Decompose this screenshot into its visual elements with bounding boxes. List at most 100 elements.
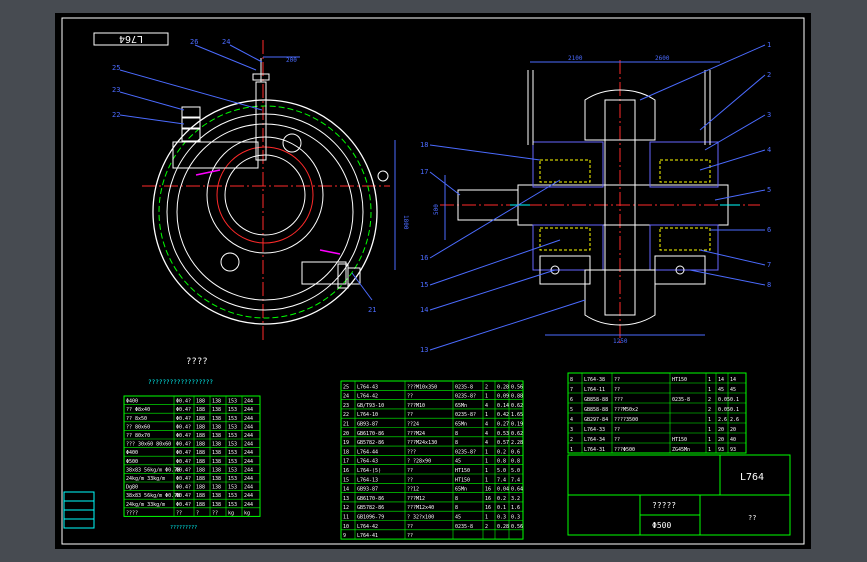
parts-table-mid-cell: GB93-87 [357, 487, 378, 493]
parts-table-right-cell: 2 [570, 437, 573, 443]
parts-table-mid-cell: ?? [407, 524, 413, 530]
parts-table-mid-cell: ???M12x40 [407, 505, 434, 511]
weight-table-cell: ?? 80x60 [126, 424, 150, 430]
parts-table-right-cell: 45 [730, 387, 736, 393]
parts-table-mid-cell: 0235-8? [455, 449, 476, 455]
parts-table-mid-cell: 0.62 [511, 403, 523, 409]
parts-table-mid-cell: HT150 [455, 477, 470, 483]
parts-table-mid-cell: 0.56 [511, 384, 523, 390]
parts-table-mid-cell: 9 [343, 533, 346, 539]
parts-table-mid-cell: 4 [485, 422, 488, 428]
parts-table-right-cell: ??? [614, 397, 623, 403]
dim-text-3: 500 [433, 204, 440, 215]
weight-table-header: ?????????????????? [148, 379, 213, 386]
parts-table-right-cell: 1 [708, 377, 711, 383]
parts-table-mid-cell: 65Mn [455, 422, 467, 428]
parts-table-right-cell: 3 [570, 427, 573, 433]
weight-table-cell: Φ0.4? [176, 493, 191, 499]
weight-table-cell: ?? 8x50 [126, 416, 147, 422]
balloon-left-3: 24 [222, 38, 230, 46]
weight-table-cell: Φ0.4? [176, 459, 191, 465]
balloon-l-6: 13 [420, 346, 428, 354]
parts-table-mid-cell: 0.09 [497, 394, 509, 400]
weight-table-cell: ?? 80x70 [126, 433, 150, 439]
weight-table-cell: Φ0.4? [176, 450, 191, 456]
parts-table-mid-cell: 0.2 [497, 496, 506, 502]
leader-l6 [429, 299, 586, 351]
parts-table-mid-cell: 16 [343, 468, 349, 474]
weight-table-cell: 188 [196, 450, 205, 456]
parts-table-mid-cell: L764-43 [357, 384, 378, 390]
wheel-outer [152, 99, 378, 325]
parts-table-mid-cell: ? 32?x100 [407, 515, 434, 521]
parts-table-right-cell: 14 [730, 377, 736, 383]
parts-table-mid-cell: 0.62 [511, 431, 523, 437]
parts-table-mid-cell: 25 [343, 384, 349, 390]
parts-table-right-cell: ?? [614, 427, 620, 433]
nut-left-1 [181, 106, 201, 118]
parts-table-mid-cell: L764-42 [357, 394, 378, 400]
parts-table-mid-cell: 1 [485, 449, 488, 455]
assembly-view-label: ???? [186, 357, 208, 367]
parts-table-mid-cell: 16 [485, 487, 491, 493]
parts-table-mid-frame [340, 380, 524, 540]
weight-table-cell: 138 [212, 476, 221, 482]
parts-table-mid-cell: L764-43 [357, 459, 378, 465]
parts-table-right-cell: L764-33 [584, 427, 605, 433]
parts-table-mid-cell: L764-(5) [357, 468, 381, 474]
hub-outer [206, 136, 324, 254]
parts-table-right-cell: 0235-8 [672, 397, 690, 403]
leader-l2 [429, 171, 461, 196]
parts-table-right-cell: 7 [570, 387, 573, 393]
weld-mark-2 [319, 249, 341, 255]
housing-block-left [539, 255, 591, 285]
weight-table-cell: Φ0.4? [176, 407, 191, 413]
parts-table-right-cell: 20 [718, 427, 724, 433]
parts-table-right-cell: ????3500 [614, 417, 638, 423]
balloon-r-7: 7 [767, 261, 771, 269]
parts-table-mid-cell: 2 [485, 384, 488, 390]
parts-table-mid-cell: ??24 [407, 422, 419, 428]
parts-table-mid-cell: 1 [485, 515, 488, 521]
parts-table-right-cell: ?? [614, 437, 620, 443]
leader-21 [351, 272, 373, 301]
weight-table-cell: 244 [244, 399, 253, 405]
weight-table-cell: Φ0.4? [176, 485, 191, 491]
parts-table-mid-cell: 1.6 [511, 505, 520, 511]
parts-table-mid-cell: GB6170-86 [357, 496, 384, 502]
parts-table-right-cell: 0.1 [730, 397, 739, 403]
leader-l1 [429, 144, 541, 161]
left-lower-housing [532, 224, 604, 271]
parts-table-mid-cell: 12 [343, 505, 349, 511]
parts-table-mid-cell: ?? [407, 394, 413, 400]
balloon-l-4: 15 [420, 281, 428, 289]
parts-table-mid-cell: 16 [485, 505, 491, 511]
parts-table-right-cell: 40 [730, 437, 736, 443]
parts-table-mid-cell: 1 [485, 412, 488, 418]
parts-table-right-cell: 93 [718, 447, 724, 453]
stamp-text: L764 [119, 33, 143, 44]
weight-table-cell: 244 [244, 476, 253, 482]
hub-bore-line [216, 146, 314, 244]
parts-table-mid-cell: 0.88 [511, 394, 523, 400]
parts-table-right-cell: 2.6 [730, 417, 739, 423]
parts-table-mid-cell: 45 [455, 459, 461, 465]
parts-table-mid-cell: ?? [407, 468, 413, 474]
dim-text-2: 2600 [655, 55, 670, 62]
parts-table-mid-cell: ???M10x350 [407, 384, 437, 390]
leader-22 [119, 114, 185, 125]
parts-table-mid-cell: 45 [455, 515, 461, 521]
weight-table-cell: 153 [228, 399, 237, 405]
weight-table-cell: 188 [196, 502, 205, 508]
weight-table-cell: Φ500 [126, 459, 138, 465]
parts-table-mid-cell: 7.4 [497, 477, 506, 483]
parts-table-mid-cell: L764-10 [357, 412, 378, 418]
parts-table-mid-cell: 16 [485, 496, 491, 502]
parts-table-mid-cell: 0.42 [497, 412, 509, 418]
parts-table-mid-cell: L764-44 [357, 449, 378, 455]
bearing-left-upper [539, 159, 591, 183]
weight-table-cell: Φ0.4? [176, 442, 191, 448]
drawing-name: ????? [652, 501, 676, 510]
parts-table-mid-cell: L764-41 [357, 533, 378, 539]
